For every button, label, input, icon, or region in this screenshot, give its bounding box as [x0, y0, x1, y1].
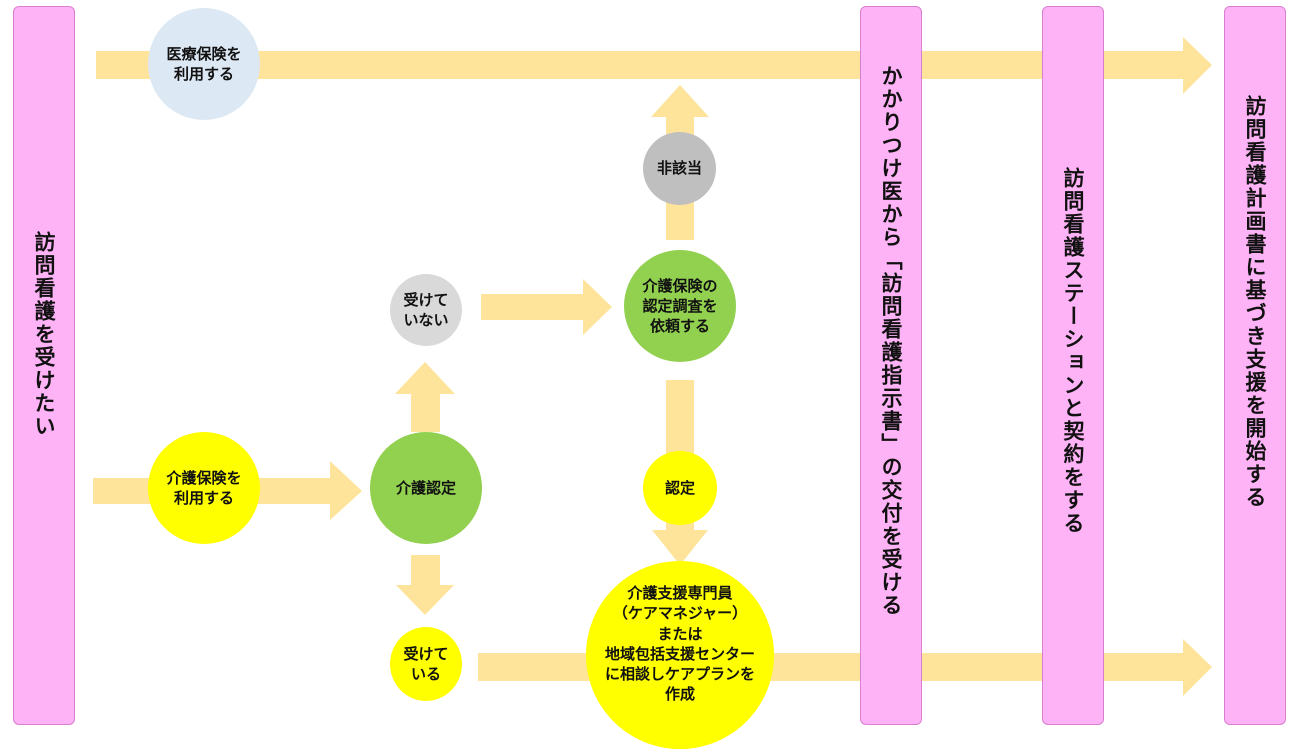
- pillar-want-visit-nursing-text: 訪問看護を受けたい: [32, 231, 56, 438]
- node-medical-insurance: 医療保険を 利用する: [148, 8, 260, 120]
- arrow-not-received-to-request: [481, 279, 612, 335]
- pillar-want-visit-nursing: 訪問看護を受けたい: [13, 6, 75, 725]
- arrow-medical-to-start: [96, 37, 1212, 94]
- pillar-doctor-instruction: かかりつけ医から「訪問看護指示書」の交付を受ける: [860, 6, 922, 725]
- node-care-manager: 介護支援専門員 （ケアマネジャー） または 地域包括支援センター に相談しケアプ…: [586, 561, 774, 749]
- arrow-certification-to-received: [396, 555, 454, 615]
- pillar-station-contract: 訪問看護ステーションと契約をする: [1042, 6, 1104, 725]
- node-care-insurance: 介護保険を 利用する: [148, 432, 260, 544]
- pillar-start-support-text: 訪問看護計画書に基づき支援を開始する: [1243, 95, 1267, 509]
- node-not-applicable: 非該当: [643, 132, 716, 205]
- node-care-certification: 介護認定: [370, 432, 482, 544]
- pillar-doctor-instruction-text: かかりつけ医から「訪問看護指示書」の交付を受ける: [879, 65, 903, 617]
- pillar-start-support: 訪問看護計画書に基づき支援を開始する: [1224, 6, 1286, 725]
- node-not-received: 受けて いない: [390, 274, 462, 346]
- node-request-assessment: 介護保険の 認定調査を 依頼する: [624, 250, 736, 362]
- node-received: 受けて いる: [390, 627, 462, 701]
- pillar-station-contract-text: 訪問看護ステーションと契約をする: [1061, 167, 1085, 535]
- node-certified: 認定: [643, 451, 717, 525]
- arrow-certification-to-not-received: [395, 362, 455, 432]
